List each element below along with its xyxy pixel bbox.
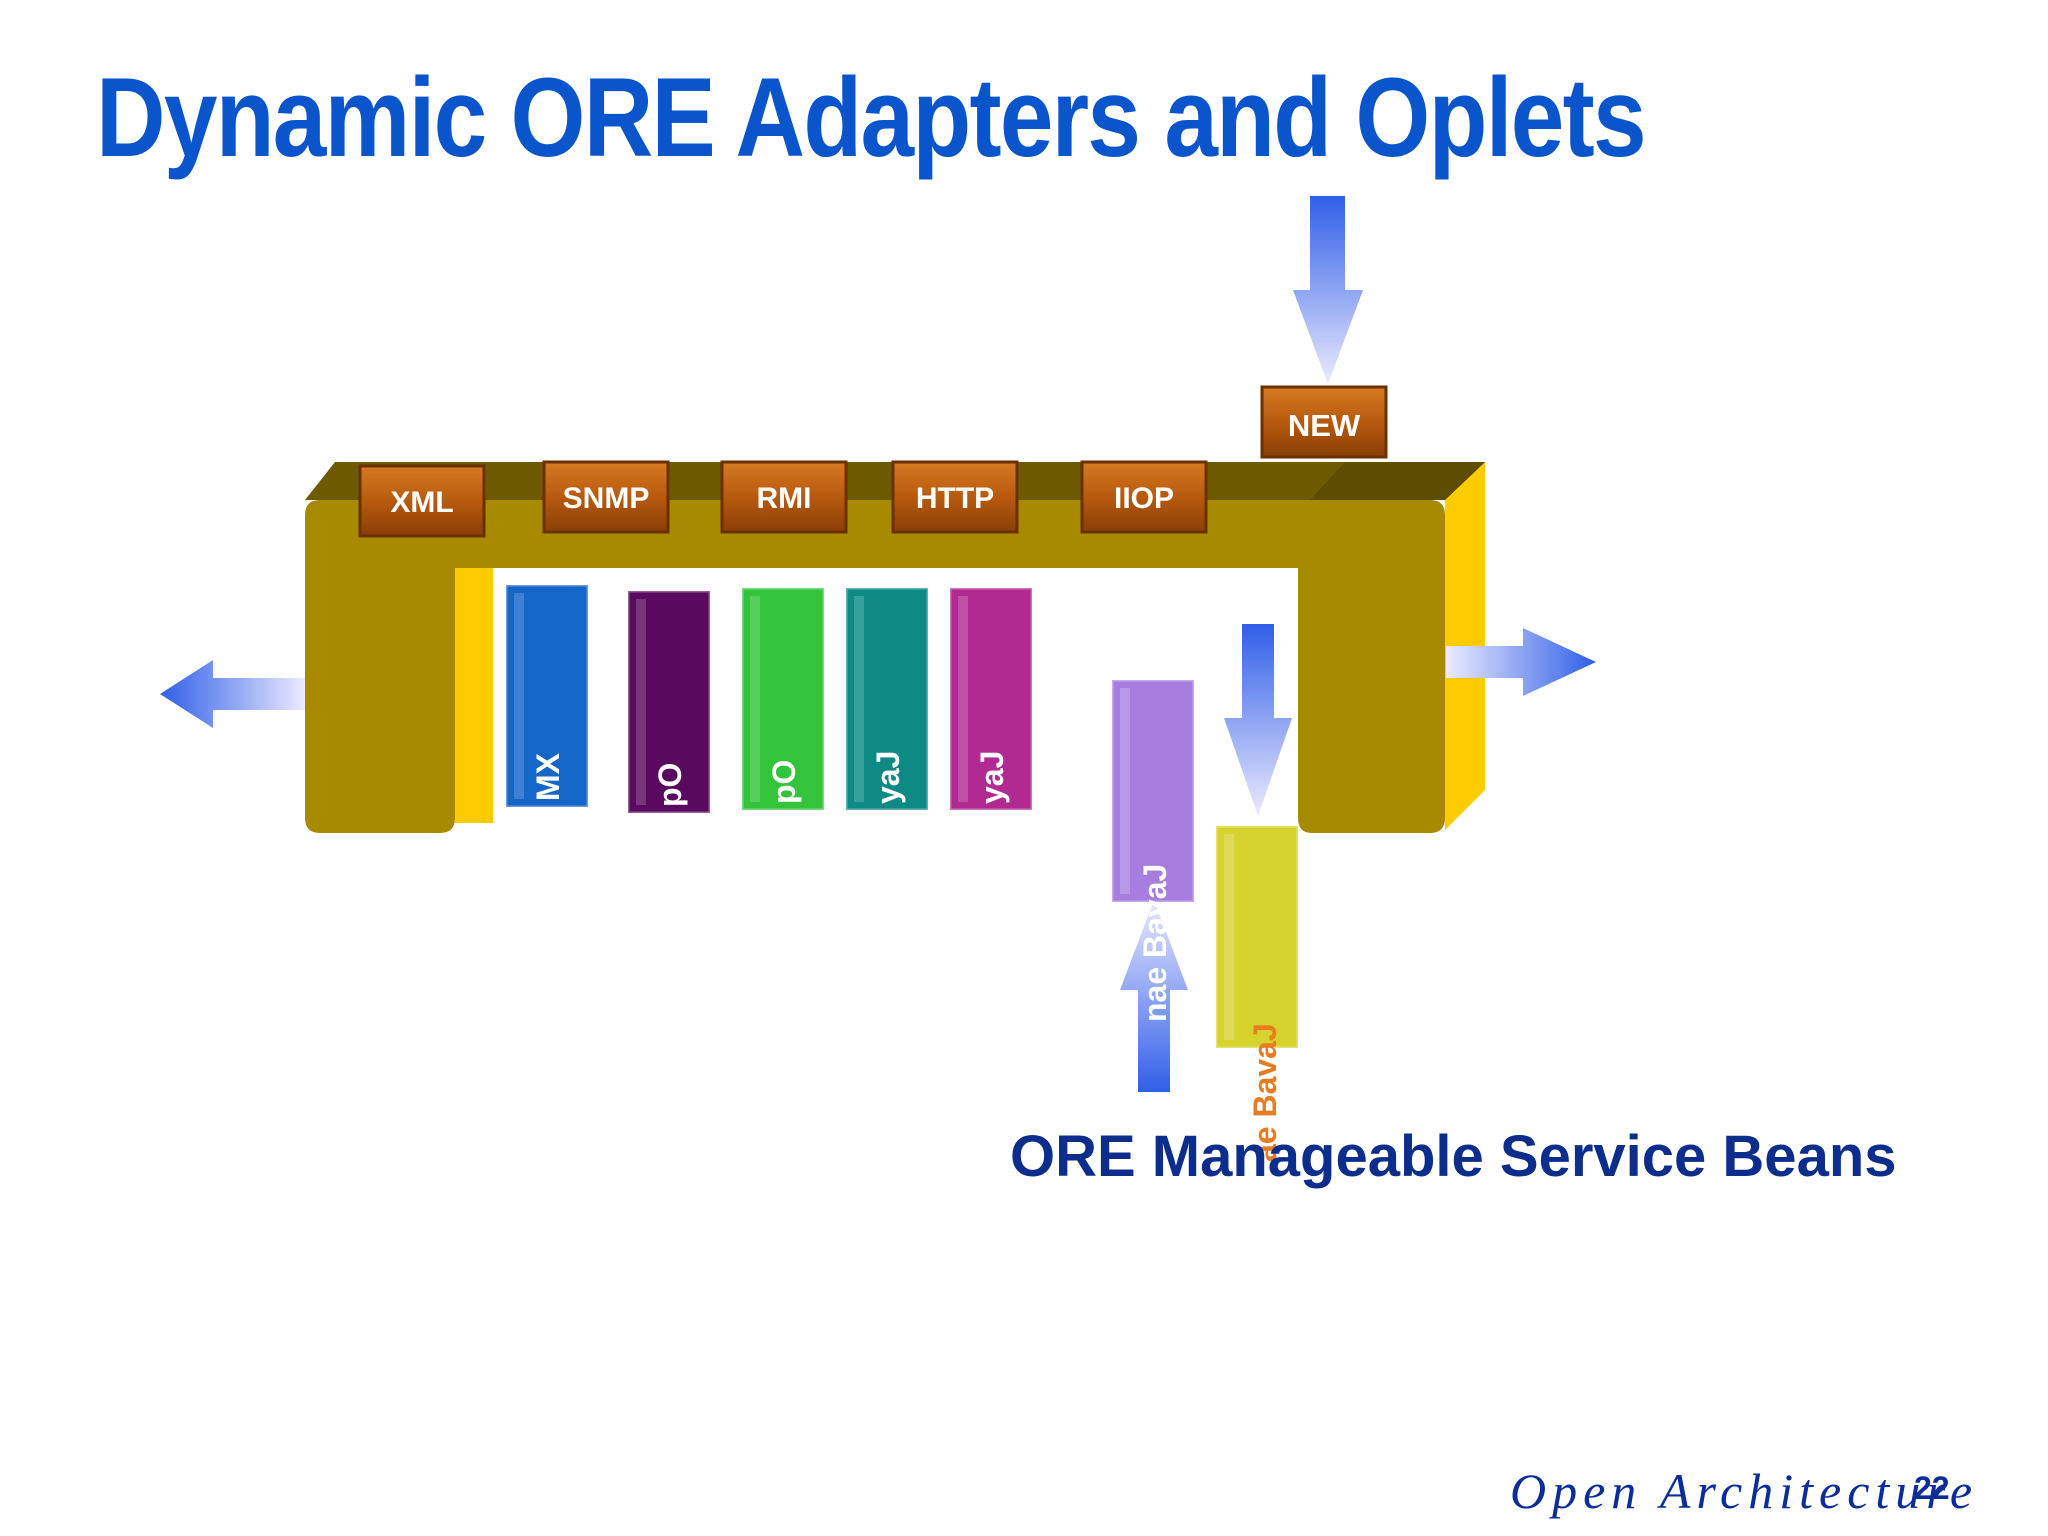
service-bean: nae BavaJ [1110,678,1196,1022]
service-bean: ae BavaJ [1214,824,1300,1162]
adapter-http: HTTP [891,460,1019,534]
bean-label: ae BavaJ [1247,1023,1283,1162]
adapter-snmp: SNMP [542,460,670,534]
adapter-iiop: IIOP [1080,460,1208,534]
adapter-label: SNMP [563,482,650,515]
oplet-label: pO [652,763,688,807]
adapter-box [358,464,486,538]
adapter-box [542,460,670,534]
arrow-down-new-icon [1293,196,1363,384]
oplet-bar: pO [740,586,826,812]
arrow-left-out-icon [160,660,305,728]
bean-label: nae BavaJ [1137,864,1173,1022]
arrow-up-bean-icon [1120,900,1188,1092]
arrow-down-bean-icon [1224,624,1292,816]
oplet-bar: pO [626,589,712,815]
beans-caption: ORE Manageable Service Beans [1010,1124,1897,1189]
adapter-box [720,460,848,534]
oplet-bar: yaJ [844,586,930,812]
adapters-group: XML SNMP RMI HTTP IIOP [358,460,1208,538]
new-adapter-box [1260,385,1388,459]
frame-left-post-side [455,568,493,823]
oplet-bar: MX [504,583,590,809]
new-adapter: NEW [1260,385,1388,459]
adapter-label: IIOP [1114,482,1174,515]
oplet-label: yaJ [870,751,906,804]
adapter-box [1080,460,1208,534]
oplet-bar: yaJ [948,586,1034,812]
adapter-rmi: RMI [720,460,848,534]
adapter-label: RMI [757,482,812,515]
adapter-label: HTTP [916,482,994,515]
oplets-group: MX pO pO yaJ yaJ [504,583,1034,815]
oplet-label: yaJ [974,751,1010,804]
adapter-box [891,460,1019,534]
frame-right-post-bevel [1310,462,1485,500]
adapter-xml: XML [358,464,486,538]
new-adapter-label: NEW [1288,408,1361,443]
slide-title: Dynamic ORE Adapters and Oplets [96,55,1647,180]
arrow-right-out-icon [1446,628,1596,696]
page-number: 22 [1914,1470,1950,1506]
footer-brand: Open Architecture [1510,1463,1979,1519]
oplet-label: MX [530,752,566,801]
adapter-label: XML [390,486,453,519]
beans-group: nae BavaJ ae BavaJ [1110,678,1300,1162]
oplet-label: pO [766,760,802,804]
